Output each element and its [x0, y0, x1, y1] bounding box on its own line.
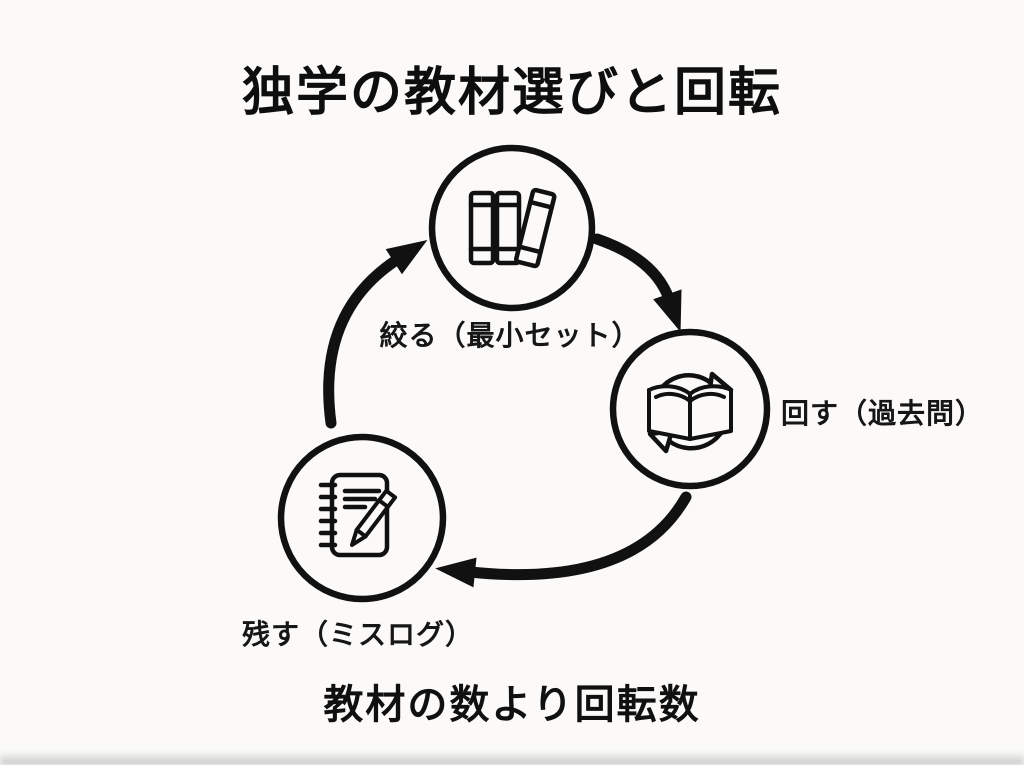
books-icon: [468, 187, 557, 269]
footer-slogan: 教材の数より回転数: [323, 683, 701, 727]
arrow-rotate-to-keep: [435, 491, 692, 588]
node-label-rotate: 回す（過去問）: [781, 398, 985, 429]
node-circle-keep: [277, 433, 447, 603]
arrow-narrow-to-rotate: [591, 233, 682, 333]
node-label-keep: 残す（ミスログ）: [241, 619, 475, 650]
arrow-keep-to-narrow: [323, 239, 428, 429]
node-label-narrow: 絞る（最小セット）: [379, 320, 641, 351]
book-refresh-icon: [647, 371, 734, 454]
bottom-shadow-strip: [0, 751, 1024, 765]
node-circle-rotate: [609, 328, 771, 490]
page-title: 独学の教材選びと回転: [241, 64, 782, 122]
notebook-pencil-icon: [318, 472, 398, 558]
cycle-arrows: [323, 233, 692, 588]
node-circle-narrow: [428, 144, 596, 312]
